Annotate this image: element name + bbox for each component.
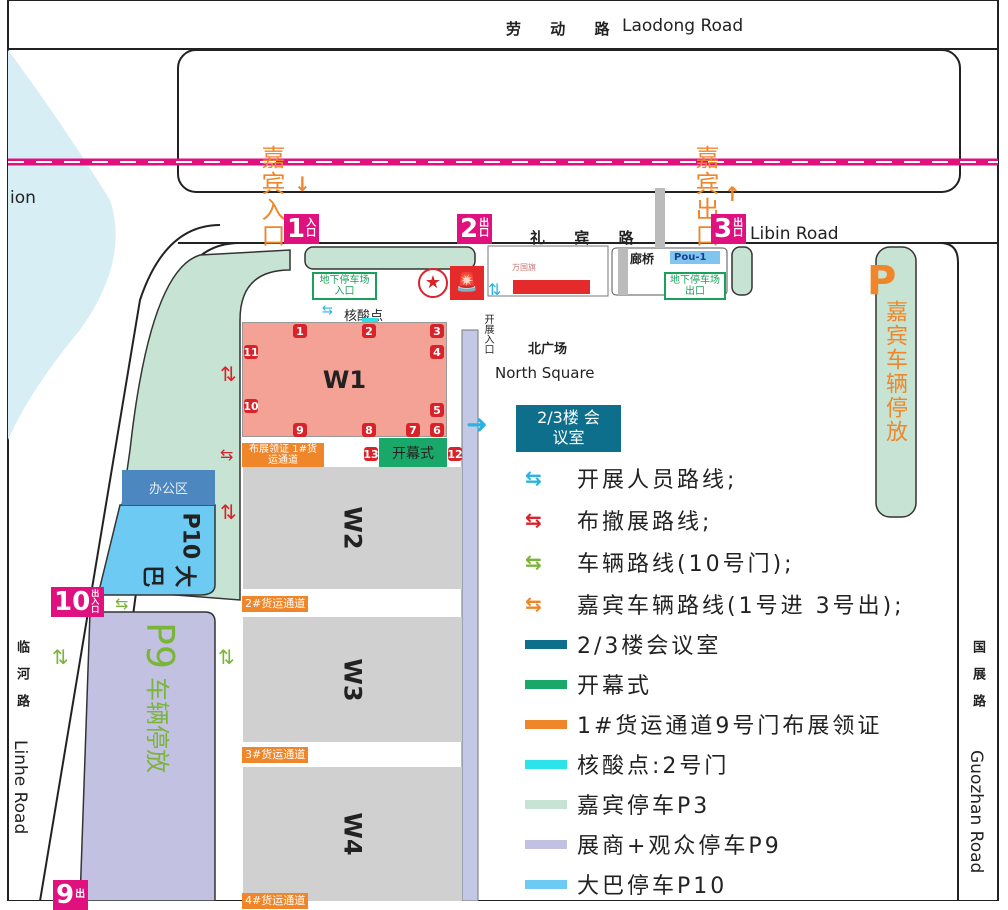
legend-item-p10: 大巴停车P10 [525,869,905,899]
staff-route-arrow-icon: ⇆ [322,303,333,318]
road-guozhan-en: Guozhan Road [966,750,986,874]
vip-route-arrow-icon: ⇆ [525,591,545,616]
road-libin-en: Libin Road [750,224,839,244]
hall-w1: W1 [242,322,447,437]
parking-p10: P10 大巴 [139,512,203,588]
meeting-room: 2/3楼 会议室 [516,405,621,452]
w1-door-4: 4 [430,345,444,359]
legend-item-p3: 嘉宾停车P3 [525,789,905,819]
parking-p3-letter: P [867,258,897,304]
w1-door-10: 10 [243,399,259,413]
w1-door-1: 1 [293,324,307,338]
north-square-en: North Square [495,364,595,382]
legend-item-staff-route: ⇆开展人员路线; [525,465,738,494]
road-linhe-cn: 临河路 [14,640,29,721]
legend: ⇆开展人员路线; ⇆布撤展路线; ⇆车辆路线(10号门); ⇆嘉宾车辆路线(1号… [525,463,905,899]
staff-route-arrow-icon: ⇅ [488,280,502,299]
parking-p9: P9 车辆停放 [138,622,182,774]
flags-area [513,280,590,294]
vehicle-route-arrow-icon: ⇅ [218,645,235,669]
w1-door-8: 8 [362,423,376,437]
underground-parking-entry: 地下停车场 入口 [312,272,377,300]
w1-door-3: 3 [430,324,444,338]
road-linhe-en: Linhe Road [10,740,30,835]
vehicle-route-arrow-icon: ⇆ [525,549,545,574]
arrow-down-icon: ↓ [294,172,311,196]
w1-door-2: 2 [362,324,376,338]
w1-door-6: 6 [430,423,444,437]
road-libin-cn: 礼 宾 路 [530,229,646,247]
bridge-label: 廊桥 [630,252,655,266]
opening-ceremony: 开幕式 [379,438,447,468]
cargo-lane-3: 3#货运通道 [242,747,309,763]
office-area: 办公区 [148,482,188,497]
flags-label: 万国旗 [512,263,536,272]
police-star-icon: ★ [418,268,448,298]
legend-item-setup-route: ⇆布撤展路线; [525,507,713,536]
setup-route-arrow-icon: ⇆ [525,507,545,532]
road-guozhan-cn: 国展路 [970,640,985,721]
cargo-lane-4: 4#货运通道 [242,893,309,909]
exhibit-entry-label: 开展入口 [482,314,493,354]
legend-item-meeting: 2/3楼会议室 [525,629,905,659]
north-square-cn: 北广场 [528,342,568,357]
setup-route-arrow-icon: ⇅ [220,500,237,524]
w1-door-9: 9 [293,423,307,437]
arrow-up-icon: ↑ [724,182,741,206]
parking-pou1: Pou-1 [670,251,721,264]
w1-door-11: 11 [243,345,259,359]
road-partial: ion [10,188,36,208]
hall-w3: W3 [243,617,462,742]
vehicle-route-arrow-icon: ⇆ [115,594,129,613]
river [8,50,116,440]
legend-item-p9: 展商+观众停车P9 [525,829,905,859]
w1-door-12: 12 [447,447,463,461]
arrow-right-icon: ➜ [466,410,488,440]
hall-w4: W4 [243,767,462,901]
alarm-icon: 🚨 [450,266,484,300]
w1-door-7: 7 [406,423,420,437]
cargo-lane-2: 2#货运通道 [242,596,309,612]
legend-item-vip-route: ⇆嘉宾车辆路线(1号进 3号出); [525,591,905,620]
w1-door-5: 5 [430,403,444,417]
legend-item-nucleic: 核酸点:2号门 [525,749,905,779]
underground-parking-exit: 地下停车场 出口 [664,272,726,300]
legend-item-vehicle-route: ⇆车辆路线(10号门); [525,549,795,578]
hall-w2: W2 [243,467,462,589]
road-laodong-en: Laodong Road [622,16,744,36]
setup-route-arrow-icon: ⇆ [220,445,234,464]
setup-route-arrow-icon: ⇅ [220,362,237,386]
nucleic-test-marker [362,318,378,323]
legend-item-cargo-lane: 1#货运通道9号门布展领证 [525,709,905,739]
vehicle-route-arrow-icon: ⇅ [52,645,69,669]
road-laodong-cn: 劳 动 路 [506,20,622,38]
parking-p3-label: 嘉宾车辆停放 [882,300,907,444]
cargo-lane-1: 布展领证 1#货运通道 [242,443,324,467]
vip-entrance-label: 嘉宾入口 [257,145,285,249]
legend-item-opening: 开幕式 [525,669,905,699]
staff-route-arrow-icon: ⇆ [525,465,545,490]
w1-door-13: 13 [363,447,379,461]
